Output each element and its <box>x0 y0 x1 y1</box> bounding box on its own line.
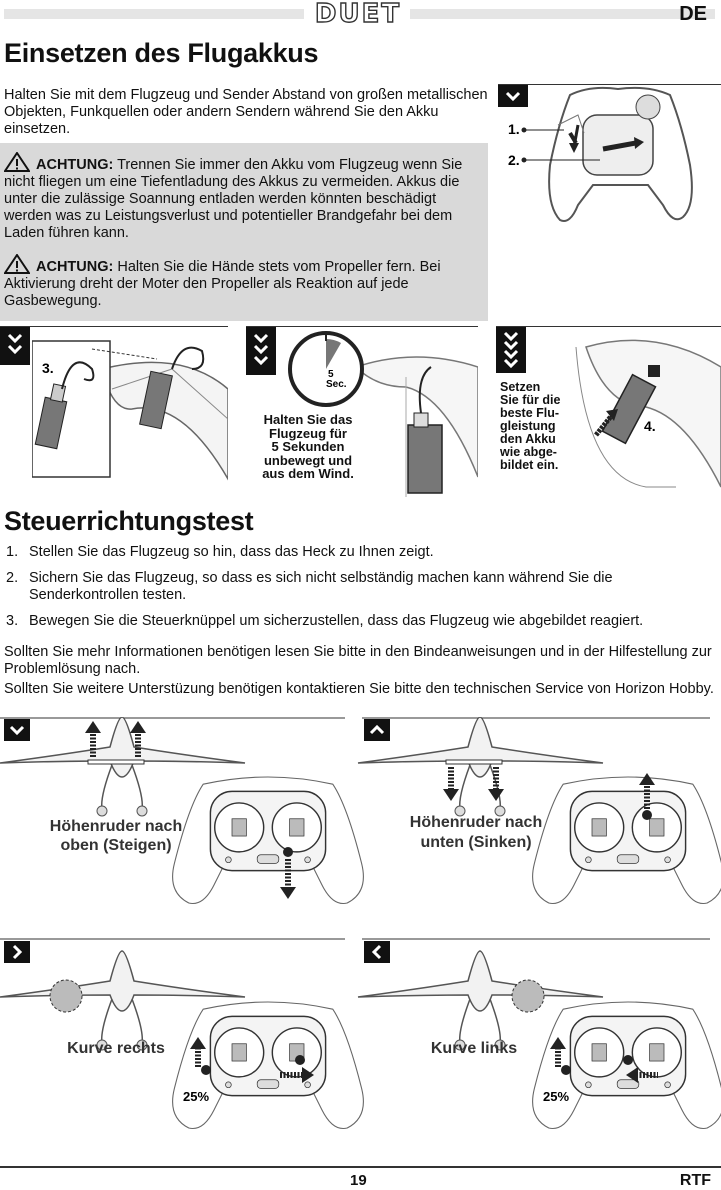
step-tag-icon <box>498 85 528 107</box>
hold-plane-illustration: 5 Sec. <box>288 331 478 497</box>
caption-line: bildet ein. <box>500 458 559 472</box>
step-3-label: 3. <box>42 360 54 376</box>
insert-battery-illustration: 4. <box>575 339 721 488</box>
caption-line: aus dem Wind. <box>262 466 354 481</box>
chevron-up-icon <box>364 719 390 741</box>
footer-rule <box>0 1166 721 1168</box>
insert-battery-caption: Setzen Sie für die beste Flu- gleistung … <box>500 381 570 472</box>
language-code: DE <box>679 3 707 25</box>
caption-line: Halten Sie das <box>263 412 353 427</box>
chevron-left-icon <box>364 941 390 963</box>
turn-right-caption: Kurve rechts <box>67 1040 165 1057</box>
battery-intro-text: Halten Sie mit dem Flugzeug und Sender A… <box>4 87 488 137</box>
warning-box <box>0 143 488 321</box>
step-4-label: 4. <box>644 418 656 434</box>
step-tag-icon <box>0 327 30 365</box>
step-tag-icon <box>496 327 526 373</box>
help-note-1: Sollten Sie mehr Informationen benötigen… <box>4 644 712 677</box>
caption-line: beste Flu- <box>500 406 560 420</box>
caption-line: Setzen <box>500 380 541 394</box>
caption-line: wie abge- <box>500 445 557 459</box>
panel-insert-battery: 4. Setzen Sie für die beste Flu- gleistu… <box>496 326 721 496</box>
elevator-down-caption-1: Höhenruder nach <box>410 814 542 831</box>
turn-right-diagram: 25% Kurve rechts <box>0 950 365 1130</box>
transmitter-illustration: 1. 2. <box>508 86 693 222</box>
throttle-percent-left: 25% <box>543 1089 569 1104</box>
chevron-right-icon <box>4 941 30 963</box>
warning-triangle-icon <box>4 152 30 172</box>
warning-1: ACHTUNG: Trennen Sie immer den Akku vom … <box>4 152 478 242</box>
caption-line: gleistung <box>500 419 556 433</box>
timer-number: 5 <box>328 369 334 380</box>
connect-battery-illustration: 3. <box>32 340 228 481</box>
caption-line: Sie für die <box>500 393 561 407</box>
step-text: Stellen Sie das Flugzeug so hin, dass da… <box>29 544 434 560</box>
turn-left-diagram: 25% Kurve links <box>357 950 721 1130</box>
hold-plane-caption: Halten Sie das Flugzeug für 5 Sekunden u… <box>254 413 362 481</box>
header-rule-left <box>4 9 304 19</box>
list-item: 1. Stellen Sie das Flugzeug so hin, dass … <box>6 544 718 561</box>
throttle-percent-right: 25% <box>183 1089 209 1104</box>
turn-left-caption: Kurve links <box>431 1040 517 1057</box>
elevator-up-diagram: Höhenruder nach oben (Steigen) <box>0 717 365 905</box>
step-1-label: 1. <box>508 121 520 137</box>
timer-unit: Sec. <box>326 379 347 390</box>
step-number: 2. <box>6 570 19 586</box>
help-note-2: Sollten Sie weitere Unterstüzung benötig… <box>4 681 714 697</box>
page-header: DUET DE <box>0 0 721 28</box>
caption-line: den Akku <box>500 432 556 446</box>
chevron-down-icon <box>4 719 30 741</box>
panel-transmitter-battery: 1. 2. <box>498 84 721 244</box>
control-test-steps: 1. Stellen Sie das Flugzeug so hin, dass … <box>6 544 718 639</box>
elevator-down-diagram: Höhenruder nach unten (Sinken) <box>357 717 721 905</box>
panel-hold-plane: 5 Sec. Halten Sie das Flugzeug für 5 Sek… <box>246 326 478 497</box>
list-item: 3. Bewegen Sie die Steuerknüppel um siche… <box>6 613 718 630</box>
step-text: Sichern Sie das Flugzeug, so dass es sic… <box>29 570 613 603</box>
warning-2-label: ACHTUNG: <box>36 259 114 275</box>
caption-line: Flugzeug für <box>269 425 347 441</box>
caption-line: unbewegt und <box>263 452 353 468</box>
footer-label: RTF <box>679 1172 711 1189</box>
elevator-down-caption-2: unten (Sinken) <box>420 834 531 851</box>
warning-2-text: Halten Sie die Hände stets vom Propeller… <box>4 259 441 309</box>
warning-2: ACHTUNG: Halten Sie die Hände stets vom … <box>4 254 478 310</box>
step-number: 1. <box>6 544 19 560</box>
panel-connect-battery: 3. <box>0 326 228 496</box>
control-test-diagrams: Höhenruder nach oben (Steigen) Höhenrude… <box>0 717 721 1130</box>
header-rule-right <box>410 9 715 19</box>
page-number: 19 <box>350 1172 367 1189</box>
warning-1-label: ACHTUNG: <box>36 157 114 173</box>
elevator-up-caption-1: Höhenruder nach <box>50 818 182 835</box>
step-2-label: 2. <box>508 152 520 168</box>
warning-1-text: Trennen Sie immer den Akku vom Flugzeug … <box>4 157 463 241</box>
caption-line: 5 Sekunden <box>271 439 345 454</box>
elevator-up-caption-2: oben (Steigen) <box>60 837 171 854</box>
duet-logo: DUET <box>314 0 402 29</box>
list-item: 2. Sichern Sie das Flugzeug, so dass es s… <box>6 570 718 604</box>
step-tag-icon <box>246 327 276 375</box>
section-title-control-test: Steuerrichtungstest <box>4 506 254 536</box>
warning-triangle-icon <box>4 254 30 274</box>
step-number: 3. <box>6 613 19 629</box>
step-text: Bewegen Sie die Steuerknüppel um sicherz… <box>29 613 644 629</box>
section-title-battery: Einsetzen des Flugakkus <box>4 38 319 68</box>
